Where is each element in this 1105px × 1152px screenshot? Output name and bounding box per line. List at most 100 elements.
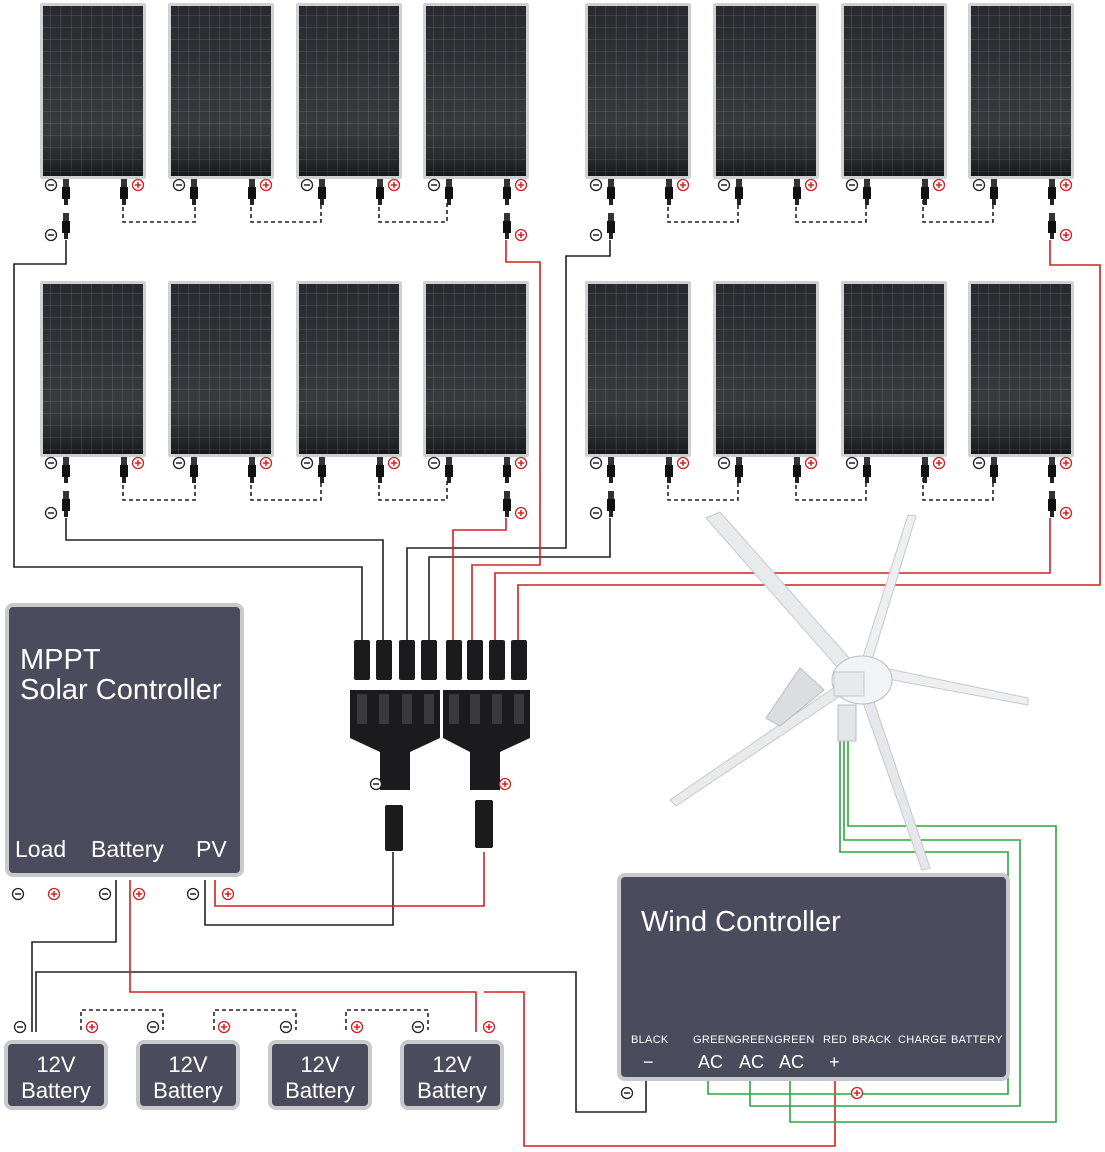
negative-symbol [369, 777, 383, 791]
negative-symbol [172, 456, 186, 470]
terminal-symbol-ac-3: AC [779, 1052, 805, 1072]
negative-symbol [44, 456, 58, 470]
solar-panel-12 [423, 281, 529, 457]
battery-1: 12V Battery [4, 1040, 108, 1110]
positive-symbol [804, 456, 818, 470]
polarity-symbols [11, 178, 1073, 1100]
negative-connector [318, 457, 326, 483]
negative-connector [607, 179, 615, 205]
battery-3: 12V Battery [268, 1040, 372, 1110]
string-end-connector [503, 491, 511, 517]
pv-terminal-label: PV [196, 836, 227, 862]
terminal-symbol-ac-2: AC [739, 1052, 765, 1072]
negative-connector [863, 179, 871, 205]
positive-symbol [221, 887, 235, 901]
negative-symbol [13, 1020, 27, 1034]
solar-panel-5 [585, 3, 691, 179]
negative-symbol [845, 178, 859, 192]
positive-symbol [514, 506, 528, 520]
positive-connector [376, 179, 384, 205]
positive-symbol [217, 1020, 231, 1034]
solar-panel-array [40, 3, 1074, 517]
wind-controller-title: Wind Controller [641, 906, 841, 938]
positive-symbol [259, 178, 273, 192]
solar-panel-9 [40, 281, 146, 457]
positive-symbol [387, 178, 401, 192]
string-end-connector [607, 491, 615, 517]
solar-panel-8 [968, 3, 1074, 179]
battery-terminal-label: Battery [91, 836, 164, 862]
positive-connector [248, 179, 256, 205]
negative-symbol [44, 228, 58, 242]
terminal-label-green-3: GREEN [774, 1034, 815, 1046]
mppt-solar-controller: MPPT Solar Controller Load Battery PV [5, 603, 244, 877]
negative-connector [607, 457, 615, 483]
negative-symbol [972, 178, 986, 192]
terminal-label-brack: BRACK [852, 1034, 892, 1046]
negative-connector [62, 457, 70, 483]
wind-turbine [669, 511, 1029, 871]
battery-4: 12V Battery [400, 1040, 504, 1110]
string-end-connector [607, 213, 615, 239]
terminal-label-green-2: GREEN [733, 1034, 774, 1046]
positive-symbol [932, 178, 946, 192]
string-end-connector [1048, 213, 1056, 239]
battery-1-voltage: 12V [36, 1052, 76, 1077]
positive-symbol [350, 1020, 364, 1034]
positive-symbol [1059, 178, 1073, 192]
negative-connector [735, 179, 743, 205]
negative-symbol [972, 456, 986, 470]
positive-connector [120, 179, 128, 205]
negative-connector [990, 179, 998, 205]
positive-connector [503, 179, 511, 205]
terminal-label-charge: CHARGE [898, 1034, 947, 1046]
positive-connector [376, 457, 384, 483]
terminal-label-black: BLACK [631, 1034, 669, 1046]
negative-symbol [186, 887, 200, 901]
negative-connector [863, 457, 871, 483]
string-end-connector [1048, 491, 1056, 517]
negative-symbol [44, 506, 58, 520]
positive-symbol [85, 1020, 99, 1034]
negative-symbol [172, 178, 186, 192]
positive-symbol [932, 456, 946, 470]
solar-panel-16 [968, 281, 1074, 457]
battery-1-label: Battery [21, 1078, 91, 1103]
positive-connector [665, 179, 673, 205]
string-end-connector [62, 213, 70, 239]
negative-connector [990, 457, 998, 483]
positive-connector [793, 179, 801, 205]
positive-symbol [1059, 506, 1073, 520]
battery-4-label: Battery [417, 1078, 487, 1103]
positive-symbol [259, 456, 273, 470]
positive-symbol [676, 456, 690, 470]
positive-symbol [804, 178, 818, 192]
positive-connector [793, 457, 801, 483]
battery-4-voltage: 12V [432, 1052, 472, 1077]
negative-connector [62, 179, 70, 205]
solar-panel-1 [40, 3, 146, 179]
positive-symbol [131, 456, 145, 470]
solar-panel-13 [585, 281, 691, 457]
positive-symbol [47, 887, 61, 901]
negative-symbol [620, 1086, 634, 1100]
negative-symbol [11, 887, 25, 901]
negative-symbol [300, 456, 314, 470]
positive-connector [503, 457, 511, 483]
negative-symbol [427, 178, 441, 192]
solar-controller-title-line1: MPPT [20, 644, 101, 676]
negative-symbol [427, 456, 441, 470]
negative-connector [735, 457, 743, 483]
solar-panel-3 [296, 3, 402, 179]
positive-symbol [132, 887, 146, 901]
terminal-label-red: RED [823, 1034, 848, 1046]
solar-panel-6 [713, 3, 819, 179]
positive-symbol [676, 178, 690, 192]
battery-2-voltage: 12V [168, 1052, 208, 1077]
negative-symbol [279, 1020, 293, 1034]
terminal-symbol-plus: + [829, 1052, 840, 1072]
solar-panel-4 [423, 3, 529, 179]
solar-panel-15 [841, 281, 947, 457]
terminal-symbol-minus: − [643, 1052, 654, 1072]
